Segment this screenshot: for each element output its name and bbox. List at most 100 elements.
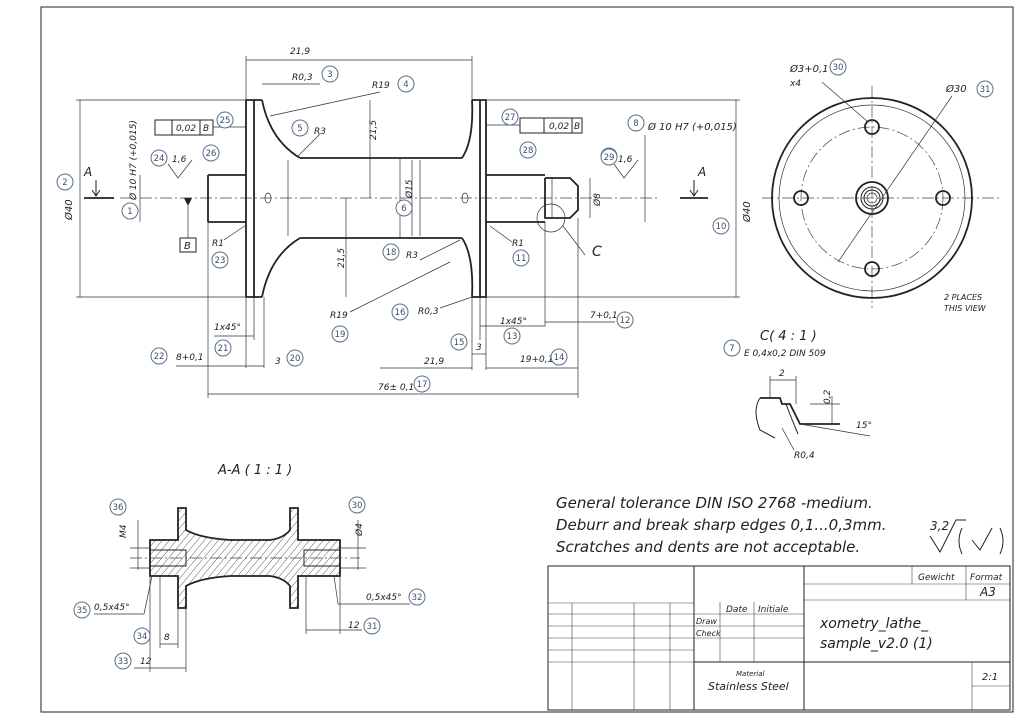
dim-sec-ch1: 0,5x45° <box>94 603 130 613</box>
roughness-right: 1,6 <box>618 155 633 165</box>
balloon-10: 10 <box>712 217 730 235</box>
svg-text:2: 2 <box>62 178 67 188</box>
balloon-29: 29 <box>600 148 618 166</box>
fcf-value-right: 0,02 <box>549 122 569 132</box>
balloon-17: 17 <box>413 375 431 393</box>
surface-finish-icon <box>929 519 966 554</box>
dim-dia8: Ø8 <box>592 193 603 207</box>
dim-21-5-bottom: 21,5 <box>337 248 347 268</box>
balloon-20: 20 <box>286 349 304 367</box>
detail-dim-15: 15° <box>856 421 872 431</box>
dim-bore-right: Ø 10 H7 (+0,015) <box>647 121 737 133</box>
dim-3-left: 3 <box>275 357 281 367</box>
balloon-4: 4 <box>397 75 415 93</box>
fcf-value-left: 0,02 <box>176 124 196 134</box>
balloon-11: 11 <box>512 249 530 267</box>
svg-text:21: 21 <box>218 344 229 354</box>
svg-text:29: 29 <box>604 153 615 163</box>
dim-r19-bottom: R19 <box>330 311 348 321</box>
balloon-2: 2 <box>56 173 74 191</box>
tb-material-value: Stainless Steel <box>708 680 789 693</box>
tb-initiale-label: Initiale <box>758 605 789 615</box>
dim-r0-3-top: R0,3 <box>292 73 313 83</box>
detail-dim-02: 0,2 <box>823 389 833 404</box>
svg-text:13: 13 <box>507 332 518 342</box>
detail-dim-r04: R0,4 <box>794 451 815 461</box>
svg-text:1: 1 <box>127 207 132 217</box>
balloon-19: 19 <box>331 325 349 343</box>
svg-text:16: 16 <box>395 308 406 318</box>
tb-gewicht-label: Gewicht <box>918 573 955 583</box>
dim-chamfer-left: 1x45° <box>214 323 241 333</box>
dim-dia40-right: Ø40 <box>741 201 753 223</box>
dim-sec-ch2: 0,5x45° <box>366 593 402 603</box>
svg-text:26: 26 <box>206 149 217 159</box>
balloon-23: 23 <box>211 251 229 269</box>
places-note-1: 2 PLACES <box>944 293 982 302</box>
dim-hole3: Ø3+0,1 <box>789 63 829 75</box>
dim-r1-right: R1 <box>512 239 524 249</box>
dim-8-tol: 8+0,1 <box>176 353 204 363</box>
svg-text:8: 8 <box>633 119 638 129</box>
svg-text:36: 36 <box>113 503 124 513</box>
tb-name-line-1: xometry_lathe_ <box>819 616 929 632</box>
svg-text:33: 33 <box>118 657 129 667</box>
balloon-7: 7 <box>723 339 741 357</box>
balloon-13: 13 <box>503 327 521 345</box>
tb-date-label: Date <box>726 605 748 615</box>
balloon-8: 8 <box>627 114 645 132</box>
tb-format-label: Format <box>970 573 1003 583</box>
detail-ref-label: C <box>592 244 602 260</box>
svg-text:5: 5 <box>297 124 302 134</box>
tb-draw-label: Draw <box>696 617 717 626</box>
balloon-26: 26 <box>202 144 220 162</box>
svg-text:6: 6 <box>401 204 406 214</box>
balloon-5: 5 <box>291 119 309 137</box>
fcf-datum-left: B <box>203 124 209 134</box>
section-view-aa: A-A ( 1 : 1 ) M4 Ø4 0,5x45° 0,5x45° 12 <box>94 463 410 672</box>
dim-sec-12-right: 12 <box>348 621 360 631</box>
balloon-14: 14 <box>550 348 568 366</box>
dim-19-tol: 19+0,1 <box>520 355 553 365</box>
dim-r1-left: R1 <box>212 239 224 249</box>
balloon-3: 3 <box>321 65 339 83</box>
svg-text:24: 24 <box>154 154 165 164</box>
balloon-25: 25 <box>216 111 234 129</box>
detail-view-c: C( 4 : 1 ) E 0,4x0,2 DIN 509 2 0,2 15° R… <box>744 329 872 461</box>
balloon-34: 34 <box>133 627 151 645</box>
svg-text:20: 20 <box>290 354 301 364</box>
datum-label: B <box>184 241 191 252</box>
tb-name-line-2: sample_v2.0 (1) <box>820 636 933 652</box>
balloon-33: 33 <box>114 652 132 670</box>
surface-value: 3,2 <box>930 519 949 533</box>
dim-r3-bottom: R3 <box>406 251 418 261</box>
balloon-16: 16 <box>391 303 409 321</box>
svg-text:25: 25 <box>220 116 231 126</box>
section-marker-right: A <box>697 165 706 179</box>
balloon-27: 27 <box>501 108 519 126</box>
svg-text:27: 27 <box>505 113 516 123</box>
dim-21-9-top: 21,9 <box>290 47 310 57</box>
balloon-15: 15 <box>450 333 468 351</box>
balloon-22: 22 <box>150 347 168 365</box>
note-line-1: General tolerance DIN ISO 2768 -medium. <box>556 494 873 512</box>
svg-text:31: 31 <box>367 622 378 632</box>
general-notes: General tolerance DIN ISO 2768 -medium. … <box>556 494 1004 556</box>
dim-sec-8: 8 <box>164 633 170 643</box>
svg-text:7: 7 <box>729 344 734 354</box>
svg-text:3: 3 <box>327 70 332 80</box>
dim-7-tol: 7+0,1 <box>590 311 618 321</box>
side-view: Ø3+0,1 x4 Ø30 2 PLACES THIS VIEW <box>762 63 1000 313</box>
svg-text:15: 15 <box>454 338 465 348</box>
note-line-2: Deburr and break sharp edges 0,1...0,3mm… <box>556 516 887 534</box>
balloon-32: 32 <box>408 588 426 606</box>
detail-dim-2: 2 <box>779 369 785 379</box>
fcf-datum-right: B <box>574 122 580 132</box>
balloon-35: 35 <box>73 601 91 619</box>
dim-bore-left: Ø 10 H7 (+0,015) <box>128 120 139 201</box>
svg-text:11: 11 <box>516 254 527 264</box>
svg-text:31: 31 <box>980 85 991 95</box>
svg-text:35: 35 <box>77 606 88 616</box>
